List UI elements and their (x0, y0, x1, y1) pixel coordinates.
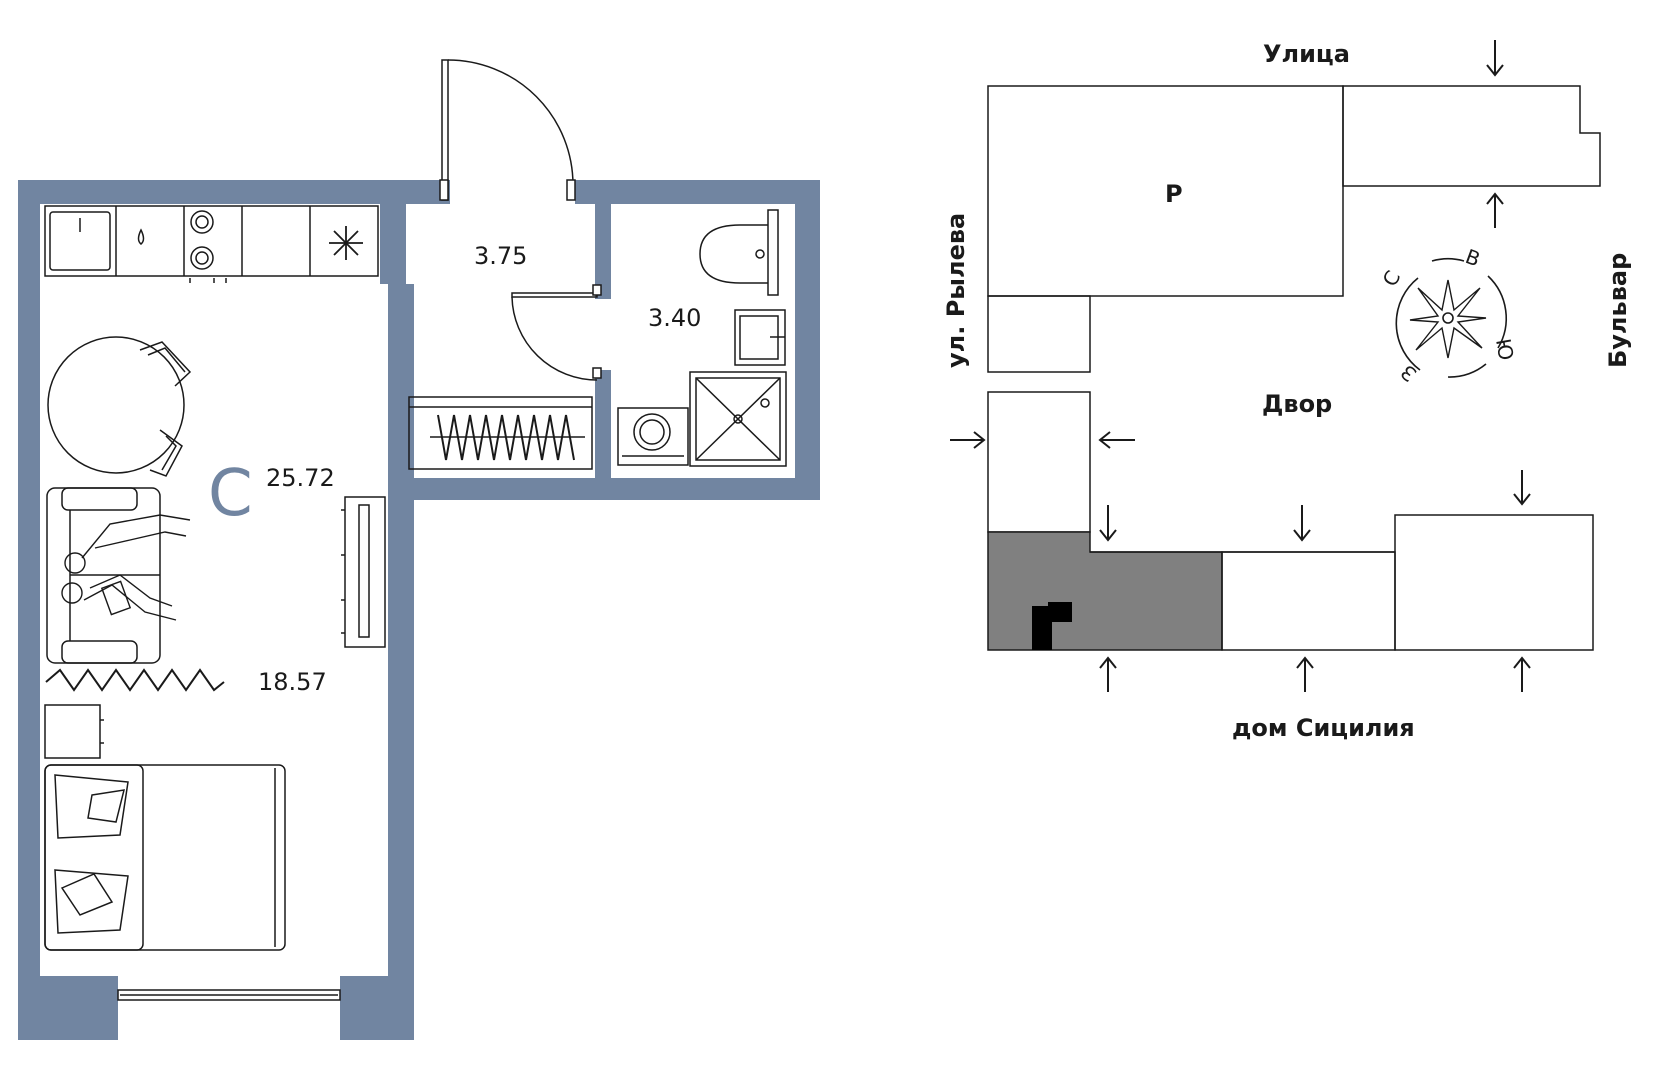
kitchen-counter (44, 205, 379, 283)
compass-west: З (1396, 360, 1421, 387)
bottom-building-right (1394, 514, 1594, 651)
area-total: 25.72 (266, 464, 335, 492)
washbasin-icon (734, 309, 786, 366)
entrance-arrow-icon (1296, 656, 1314, 692)
compass-east: В (1462, 244, 1483, 271)
entrance-arrow-icon (1513, 470, 1531, 506)
chair-icon (149, 429, 183, 477)
compass-rose-icon (1395, 257, 1508, 378)
dining-table-icon (47, 336, 192, 477)
nightstand-icon (44, 704, 104, 759)
label-parking: Р (1165, 180, 1183, 208)
label-yard: Двор (1262, 390, 1332, 418)
street-building (1342, 85, 1601, 187)
label-neighbor: дом Сицилия (1232, 714, 1415, 742)
apartment-marker (1032, 602, 1072, 650)
entrance-arrow-icon (1099, 656, 1117, 692)
compass-north: С (1378, 266, 1406, 290)
water-drop-icon (137, 228, 145, 245)
small-building (987, 295, 1091, 373)
window-icon (117, 989, 341, 1001)
radiator-icon (408, 396, 593, 470)
door-swing-icon (439, 59, 576, 201)
area-bath: 3.40 (648, 304, 701, 332)
compass-south: Ю (1491, 337, 1518, 362)
entrance-arrows (950, 40, 1531, 692)
door-swing-icon (511, 284, 602, 381)
site-plan: С В Ю З Улица Р Двор дом Сицилия ул. Рыл… (942, 40, 1632, 742)
bed-icon (44, 764, 286, 951)
tv-icon (341, 496, 386, 648)
washing-machine-icon (617, 407, 689, 466)
chair-icon (139, 341, 192, 387)
area-living: 18.57 (258, 668, 327, 696)
entrance-arrow-icon (1486, 192, 1504, 228)
entrance-arrow-icon (1513, 656, 1531, 692)
partition-line (45, 668, 225, 692)
entrance-arrow-icon (1293, 505, 1311, 542)
area-hall: 3.75 (474, 242, 527, 270)
people-icon (61, 514, 191, 621)
label-street-right: Бульвар (1604, 253, 1632, 368)
apartment-type-letter: С (208, 457, 253, 531)
apartment-plan: С 25.72 18.57 3.75 3.40 (18, 59, 820, 1040)
sink-icon (49, 211, 111, 271)
toilet-icon (699, 209, 779, 296)
entrance-arrow-icon (1486, 40, 1504, 77)
apartment-location (987, 531, 1223, 651)
snowflake-icon (329, 226, 363, 260)
pillow-icon (54, 774, 129, 839)
label-street-left: ул. Рылева (942, 213, 970, 368)
walls (18, 180, 820, 1040)
left-tower (987, 391, 1091, 533)
pillow-icon (54, 869, 129, 934)
shower-icon (689, 371, 787, 467)
entrance-arrow-icon (1099, 505, 1117, 542)
label-street-top: Улица (1263, 40, 1350, 68)
site-buildings (987, 85, 1601, 651)
sofa-icon (46, 487, 161, 664)
parking-building (987, 85, 1344, 297)
bottom-building-mid (1221, 551, 1396, 651)
entrance-arrow-icon (1098, 431, 1135, 449)
stove-icon (189, 210, 227, 283)
entrance-arrow-icon (950, 431, 986, 449)
